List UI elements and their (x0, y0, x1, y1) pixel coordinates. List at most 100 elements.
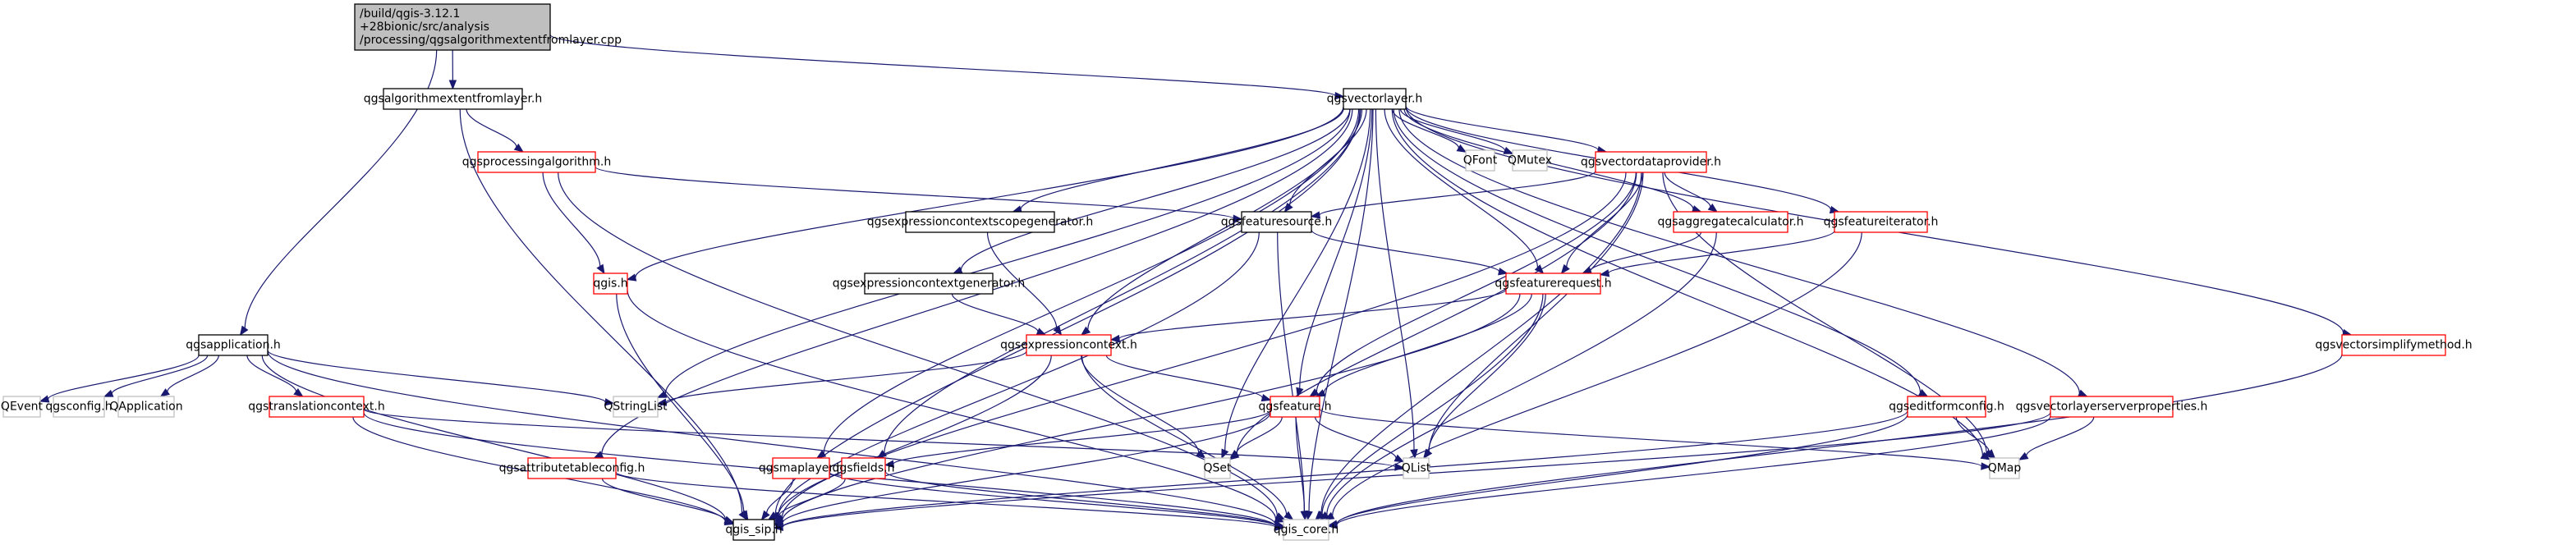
edge-qgsfeatureiterator_h-to-qgis_core_h (1324, 231, 1862, 520)
node-qgsalgorithmextentfromlayer-h[interactable]: qgsalgorithmextentfromlayer.h (364, 88, 543, 110)
edge-line (1375, 108, 1415, 451)
edge-qgsfeaturerequest_h-to-qgsfeature_h (1315, 293, 1532, 397)
node-qgsaggregatecalculator-h[interactable]: qgsaggregatecalculator.h (1657, 211, 1804, 233)
node-qgseditformconfig-h[interactable]: qgseditformconfig.h (1889, 396, 2004, 418)
edge-line (601, 478, 727, 521)
edge-line (664, 108, 1351, 395)
edge-qgsmaplayer_h-to-qgis_sip_h (760, 478, 794, 521)
edge-line (1289, 108, 1367, 206)
node-qgsfeaturesource-h[interactable]: qgsfeaturesource.h (1221, 211, 1332, 233)
edge-qgsvectorlayerserverproperties_h-to-QMap (2018, 416, 2095, 460)
node-qgsfields-h[interactable]: qgsfields.h (833, 457, 895, 479)
edge-line (1428, 172, 1644, 452)
arrowhead-icon (1300, 511, 1309, 521)
node-box (383, 88, 523, 110)
arrowhead-icon (1707, 203, 1718, 213)
node-label: qgis_sip.h (725, 524, 782, 537)
arrowhead-icon (760, 510, 770, 521)
node-qgsvectordataprovider-h[interactable]: qgsvectordataprovider.h (1581, 151, 1721, 173)
node-qgsexpressioncontextscopegenerator-h[interactable]: qgsexpressioncontextscopegenerator.h (867, 211, 1094, 233)
edge-line (893, 410, 1271, 465)
arrowhead-icon (884, 460, 895, 468)
edge-qgsexpressioncontext_h-to-qgsfeature_h (1105, 355, 1272, 402)
edge-qgsfeaturerequest_h-to-qgis_core_h (1316, 293, 1544, 520)
edge-line (1080, 355, 1200, 453)
node-qgsprocessingalgorithm-h[interactable]: qgsprocessingalgorithm.h (462, 151, 611, 173)
edge-line (246, 355, 297, 392)
edge-line (1664, 172, 1711, 208)
node-qgsvectorlayerserverproperties-h[interactable]: qgsvectorlayerserverproperties.h (2016, 396, 2208, 418)
edge-qgsvectorlayer_h-to-qgsexpressioncontext_h (1080, 108, 1363, 336)
edge-qgsvectordataprovider_h-to-qgsfeature_h (1309, 172, 1637, 397)
node-label: +28bionic/src/analysis (360, 21, 489, 34)
arrowhead-icon (1221, 448, 1229, 460)
arrowhead-icon (103, 389, 114, 397)
node-qgsapplication-h[interactable]: qgsapplication.h (186, 334, 281, 356)
arrowhead-icon (293, 387, 304, 397)
node-label: qgis.h (593, 277, 627, 291)
arrowhead-icon (1260, 394, 1272, 402)
edge-line (823, 108, 1360, 454)
edge-qgsprocessingalgorithm_h-to-qgis_h (542, 172, 605, 275)
edge-qgsvectorlayer_h-to-QFont (1391, 108, 1467, 153)
node-qgsexpressioncontext-h[interactable]: qgsexpressioncontext.h (1000, 334, 1137, 356)
edge-line (1428, 293, 1546, 451)
node-box (53, 396, 105, 418)
node-label: qgsvectorlayerserverproperties.h (2016, 401, 2208, 414)
node-box (1403, 457, 1430, 479)
edge-line (466, 108, 517, 148)
edge-qgsvectordataprovider_h-to-QList (1423, 172, 1644, 460)
node-label: qgis_core.h (1274, 524, 1339, 537)
edge-qgsfeaturerequest_h-to-QList (1422, 293, 1546, 460)
edge-line (1323, 293, 1532, 393)
edge-qgsattributetableconfig_h-to-qgis_sip_h (601, 478, 735, 524)
arrowhead-icon (239, 325, 249, 337)
edge-line (1336, 415, 2051, 526)
node-label: qgsexpressioncontextgenerator.h (833, 277, 1026, 291)
edge-line (1087, 108, 1363, 330)
node-box (841, 457, 886, 479)
node-box (2341, 334, 2446, 356)
arrowhead-icon (723, 516, 735, 524)
node-qgsexpressioncontextgenerator-h[interactable]: qgsexpressioncontextgenerator.h (833, 272, 1026, 295)
node-QMutex: QMutex (1508, 149, 1552, 172)
node-label: qgsvectordataprovider.h (1581, 156, 1721, 169)
node-qgsfeature-h[interactable]: qgsfeature.h (1259, 396, 1332, 418)
edge-line (960, 108, 1351, 271)
node-qgis-sip-h[interactable]: qgis_sip.h (725, 519, 783, 541)
edge-qgis_h-to-qgis_core_h (627, 289, 1285, 523)
edge-line (2026, 416, 2095, 456)
edge-line (459, 108, 743, 513)
node-qgsvectorlayer-h[interactable]: qgsvectorlayer.h (1327, 88, 1423, 110)
node-box (1465, 149, 1495, 172)
node-qgsattributetableconfig-h[interactable]: qgsattributetableconfig.h (499, 457, 645, 479)
node-qgis-h[interactable]: qgis.h (593, 272, 628, 295)
node-qgsmaplayer-h[interactable]: qgsmaplayer.h (759, 457, 843, 479)
edge-line (1336, 414, 1908, 524)
node-QSet: QSet (1203, 457, 1232, 479)
node-qgsfeaturerequest-h[interactable]: qgsfeaturerequest.h (1495, 272, 1612, 295)
node-qgsvectorsimplifymethod-h[interactable]: qgsvectorsimplifymethod.h (2315, 334, 2473, 356)
node-box (527, 457, 617, 479)
arrowhead-icon (1309, 388, 1320, 397)
node-qgsfeatureiterator-h[interactable]: qgsfeatureiterator.h (1824, 211, 1939, 233)
edge-line (1081, 355, 1288, 515)
edge-qgsexpressioncontextgenerator_h-to-qgsexpressioncontext_h (951, 293, 1047, 336)
arrowhead-icon (1228, 449, 1240, 460)
node-label: qgsvectorsimplifymethod.h (2315, 339, 2472, 352)
edge-line (951, 293, 1039, 332)
edge-line (778, 355, 1052, 515)
node-label: QList (1402, 462, 1431, 475)
node-box (1673, 211, 1789, 233)
node-label: qgsaggregatecalculator.h (1657, 216, 1803, 229)
arrowhead-icon (1422, 448, 1432, 460)
edge-qgsvectorlayer_h-to-qgsexpressioncontextgenerator_h (952, 108, 1351, 274)
node-label: qgseditformconfig.h (1889, 401, 2004, 414)
edge-qgsvectorlayer_h-to-qgis_h (626, 106, 1344, 282)
nodes-layer: /build/qgis-3.12.1+28bionic/src/analysis… (1, 3, 2473, 541)
arrowhead-icon (596, 263, 605, 275)
node-label: /processing/qgsalgorithmextentfromlayer.… (360, 34, 622, 47)
edge-line (1314, 416, 1397, 459)
node-qgstranslationcontext-h[interactable]: qgstranslationcontext.h (248, 396, 385, 418)
arrowhead-icon (1410, 449, 1418, 460)
